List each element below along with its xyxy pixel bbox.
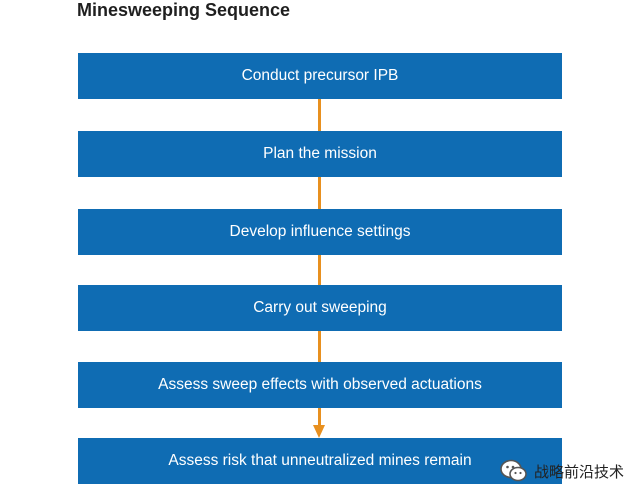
step-label-1: Conduct precursor IPB	[241, 67, 399, 84]
step-label-5: Assess sweep effects with observed actua…	[158, 376, 482, 393]
watermark: 战略前沿技术	[500, 459, 624, 483]
arrow-head	[313, 425, 325, 438]
diagram-title: Minesweeping Sequence	[77, 0, 291, 20]
connector-1-2	[318, 99, 321, 131]
watermark-text: 战略前沿技术	[534, 462, 625, 481]
connector-5-6	[318, 408, 321, 427]
step-box-4: Carry out sweeping	[78, 285, 562, 331]
step-box-6: Assess risk that unneutralized mines rem…	[78, 438, 562, 484]
connector-4-5	[318, 331, 321, 362]
step-label-6: Assess risk that unneutralized mines rem…	[168, 452, 472, 469]
connector-3-4	[318, 255, 321, 285]
step-box-2: Plan the mission	[78, 131, 562, 177]
wechat-icon	[500, 459, 527, 482]
step-box-1: Conduct precursor IPB	[78, 53, 562, 99]
step-box-3: Develop influence settings	[78, 209, 562, 255]
step-box-5: Assess sweep effects with observed actua…	[78, 362, 562, 408]
connector-2-3	[318, 177, 321, 209]
step-label-3: Develop influence settings	[229, 223, 411, 240]
step-label-2: Plan the mission	[263, 145, 377, 162]
step-label-4: Carry out sweeping	[253, 299, 387, 316]
